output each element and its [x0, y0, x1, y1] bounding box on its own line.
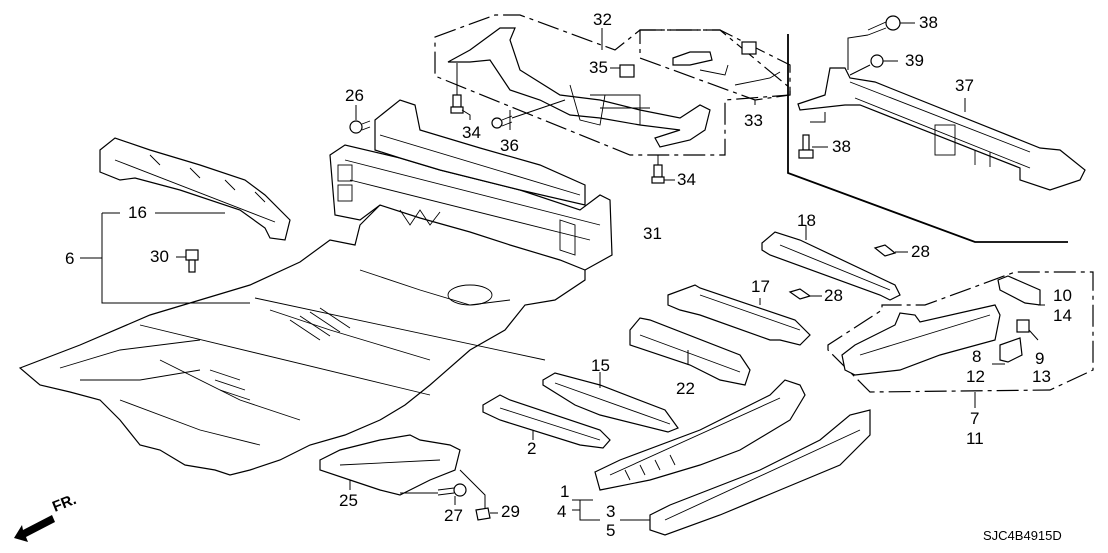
nut-part-39[interactable] — [870, 54, 884, 68]
callout-35[interactable]: 35 — [589, 58, 608, 77]
bolt-part-38b[interactable] — [798, 134, 814, 159]
callout-9[interactable]: 9 — [1035, 349, 1045, 368]
crossmember-part-15[interactable] — [542, 372, 679, 433]
hook-part-33[interactable] — [672, 41, 781, 86]
callout-34b[interactable]: 34 — [677, 170, 696, 189]
side-frame-part-1[interactable] — [594, 379, 806, 491]
callout-22[interactable]: 22 — [676, 379, 695, 398]
callout-17[interactable]: 17 — [751, 277, 770, 296]
pad-part-28a[interactable] — [873, 244, 897, 257]
callout-38a[interactable]: 38 — [919, 13, 938, 32]
bracket-part-25[interactable] — [319, 434, 461, 496]
callout-38b[interactable]: 38 — [832, 137, 851, 156]
tow-hitch-part-37[interactable] — [797, 67, 1086, 191]
callout-10[interactable]: 10 — [1053, 286, 1072, 305]
group-frame-rear-frame — [827, 271, 1094, 393]
drawing-code: SJC4B4915D — [983, 528, 1062, 543]
callout-15[interactable]: 15 — [591, 356, 610, 375]
rear-panel-upper-part[interactable] — [374, 99, 586, 206]
bolt-part-30[interactable] — [185, 249, 199, 273]
callout-36[interactable]: 36 — [500, 136, 519, 155]
floor-bracket-part-16[interactable] — [99, 137, 291, 241]
rail-part-18[interactable] — [761, 231, 901, 301]
callout-30[interactable]: 30 — [150, 247, 169, 266]
callout-11[interactable]: 11 — [966, 429, 984, 448]
bolt-part-27[interactable] — [437, 483, 467, 497]
bolt-part-26[interactable] — [349, 120, 371, 134]
callout-34a[interactable]: 34 — [462, 123, 481, 142]
callout-1[interactable]: 1 — [560, 482, 570, 501]
callout-28a[interactable]: 28 — [911, 242, 930, 261]
clip-part-9[interactable] — [1016, 319, 1030, 333]
callout-5[interactable]: 5 — [606, 521, 616, 540]
nut-part-29[interactable] — [475, 507, 491, 521]
callout-27[interactable]: 27 — [444, 506, 463, 525]
callout-4[interactable]: 4 — [557, 502, 567, 521]
callout-25[interactable]: 25 — [339, 491, 358, 510]
callout-12[interactable]: 12 — [966, 367, 985, 386]
callout-18[interactable]: 18 — [797, 211, 816, 230]
callout-28b[interactable]: 28 — [824, 286, 843, 305]
crossmember-part-32[interactable] — [447, 27, 711, 148]
callout-32[interactable]: 32 — [593, 10, 612, 29]
callout-39[interactable]: 39 — [905, 51, 924, 70]
bracket-part-10[interactable] — [997, 275, 1041, 306]
callout-33[interactable]: 33 — [744, 111, 763, 130]
callout-3[interactable]: 3 — [606, 502, 616, 521]
clip-part-35[interactable] — [619, 64, 635, 78]
pad-part-28b[interactable] — [788, 288, 812, 300]
group-frame-tow-hitch — [787, 34, 1068, 243]
bracket-part-8[interactable] — [999, 337, 1023, 363]
crossmember-part-2[interactable] — [482, 394, 611, 449]
group-frame-32 — [434, 14, 791, 156]
callout-2[interactable]: 2 — [527, 439, 537, 458]
side-frame-part-3[interactable] — [649, 409, 871, 536]
callout-13[interactable]: 13 — [1032, 367, 1051, 386]
callout-29[interactable]: 29 — [501, 502, 520, 521]
callout-31[interactable]: 31 — [643, 224, 662, 243]
callout-7[interactable]: 7 — [970, 409, 980, 428]
bolt-part-36[interactable] — [491, 115, 513, 129]
bolt-part-34a[interactable] — [450, 94, 464, 114]
callout-14[interactable]: 14 — [1053, 306, 1072, 325]
bolt-part-34b[interactable] — [651, 164, 665, 184]
floor-pan-part-6[interactable] — [18, 204, 586, 476]
callout-37[interactable]: 37 — [955, 76, 974, 95]
rail-part-17[interactable] — [667, 284, 811, 346]
group-frame-33 — [639, 29, 791, 101]
bolt-part-38a[interactable] — [867, 15, 901, 36]
crossmember-part-22[interactable] — [629, 317, 751, 386]
callout-8[interactable]: 8 — [972, 347, 982, 366]
callout-6[interactable]: 6 — [65, 249, 75, 268]
rear-frame-part-7[interactable] — [841, 304, 1001, 376]
callout-16[interactable]: 16 — [128, 203, 147, 222]
callout-26[interactable]: 26 — [345, 86, 364, 105]
front-arrow-icon — [14, 515, 55, 542]
